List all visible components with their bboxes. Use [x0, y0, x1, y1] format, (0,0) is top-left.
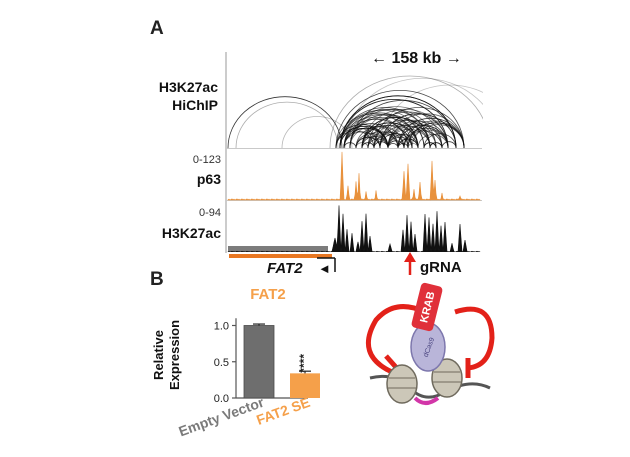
p63-signal-track: [227, 151, 481, 201]
y-tick-label: 1.0: [214, 321, 229, 333]
hichip-loop-arc: [339, 109, 425, 149]
p63-range-label: 0-123: [193, 154, 221, 166]
krab-domain-icon: [411, 282, 443, 332]
hichip-loop-arc: [411, 124, 465, 149]
hichip-loop-arc: [367, 131, 405, 149]
hichip-loop-arc: [397, 138, 419, 149]
hichip-loop-arc: [344, 77, 483, 149]
p63-signal-peaks: [227, 151, 481, 201]
left-loop-icon: [365, 304, 427, 375]
h3k27ac-range-label: 0-94: [199, 207, 221, 219]
hichip-loop-arc: [407, 129, 449, 149]
k27-signal-peaks: [227, 205, 481, 252]
hichip-loop-arc: [349, 117, 419, 149]
hichip-loop-arc: [355, 136, 381, 149]
guide-rna-icon: [413, 396, 440, 405]
hichip-loop-arc: [349, 126, 399, 149]
y-tick-label: 0.5: [214, 357, 229, 369]
chart-title: FAT2: [250, 286, 286, 303]
hichip-loop-arc: [343, 118, 409, 149]
y-tick-label: 0.0: [214, 393, 229, 405]
nucleosome-icon: [386, 364, 418, 404]
hichip-loop-arc: [335, 127, 381, 149]
y-axis-label-line1: Relative: [151, 330, 166, 380]
hichip-loop-arc: [339, 99, 449, 149]
fat2-gene-label: FAT2: [267, 260, 303, 277]
bar-1: [290, 373, 320, 398]
hichip-loop-arc: [423, 142, 437, 149]
hichip-loop-arc: [387, 126, 437, 149]
p63-track-label: p63: [197, 171, 221, 187]
fat2-direction-arrow: ◄: [318, 261, 331, 276]
significance-label: ****: [297, 354, 311, 373]
h3k27ac-track-label: H3K27ac: [162, 225, 221, 241]
hichip-loop-arc: [367, 111, 449, 149]
hichip-loop-arcs: [227, 75, 483, 149]
h3k27ac-background-signal: [228, 246, 328, 252]
hichip-loop-arc: [329, 75, 483, 149]
hichip-loop-arc: [339, 107, 431, 149]
crispri-schematic: dCas9 KRAB: [365, 282, 495, 405]
y-axis-label-line2: Expression: [167, 320, 182, 390]
grna-label: gRNA: [420, 259, 462, 276]
grna-arrow-icon: [404, 252, 416, 275]
x-category-label: FAT2 SE: [254, 394, 312, 428]
hichip-loop-arc: [361, 131, 399, 149]
scale-bar-label: ← 158 kb →: [371, 50, 462, 67]
fat2-gene-bar: [229, 254, 332, 258]
nucleosome-icon: [431, 358, 463, 398]
hichip-loop-arc: [379, 125, 431, 149]
hichip-loop-arc: [441, 141, 457, 149]
panel-b-letter: B: [150, 269, 164, 290]
bar-0: [243, 325, 275, 399]
hichip-loop-arc: [379, 113, 457, 149]
hichip-loop-arc: [335, 90, 465, 149]
hichip-loop-arc: [361, 117, 431, 149]
hichip-loop-arc: [379, 84, 483, 149]
right-loop-icon: [454, 306, 495, 371]
h3k27ac-signal-track: [227, 205, 481, 252]
hichip-loop-arc: [407, 143, 419, 149]
hichip-label-line2: HiChIP: [172, 97, 218, 113]
hichip-loop-arc: [235, 101, 339, 149]
panel-a-letter: A: [150, 18, 164, 39]
hichip-label-line1: H3K27ac: [159, 79, 218, 95]
hichip-loop-arc: [227, 96, 343, 149]
hichip-loop-arc: [343, 127, 389, 149]
